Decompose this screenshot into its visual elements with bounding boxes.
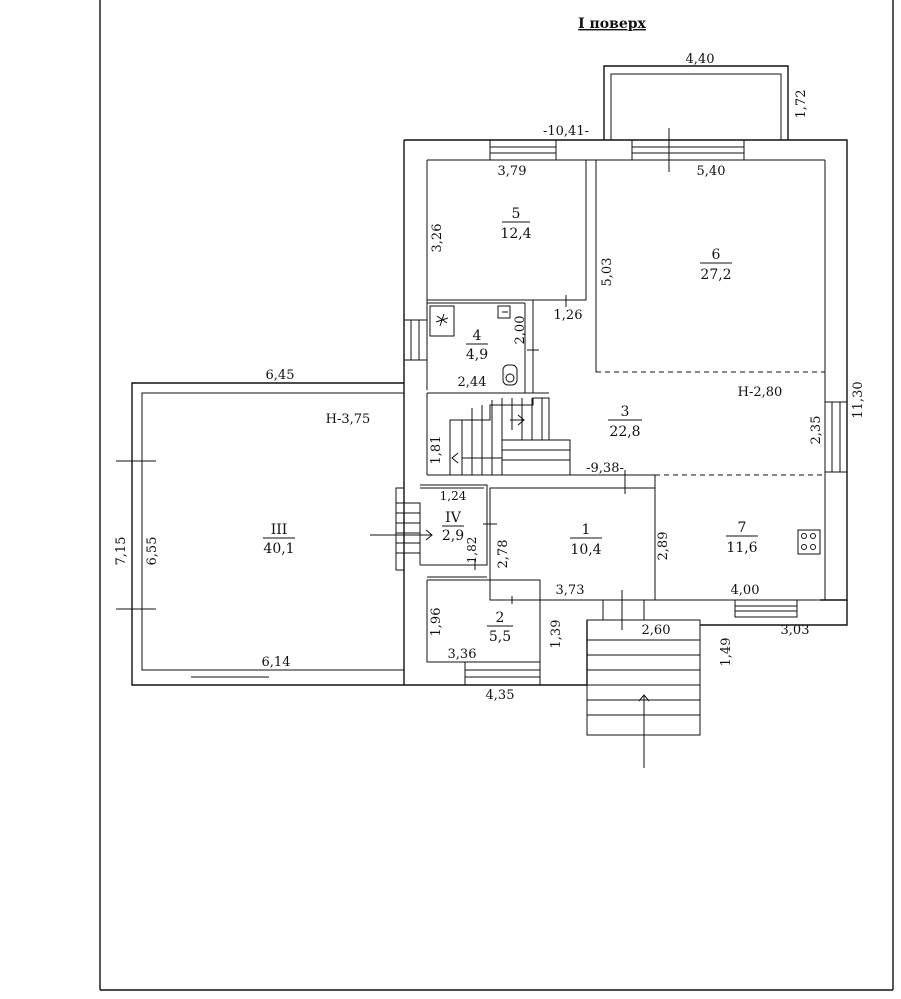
svg-text:6: 6 xyxy=(712,247,721,263)
room-III-label: III 40,1 xyxy=(263,522,295,557)
dim-room2-height: 1,96 xyxy=(429,608,444,637)
dim-room6-height: 5,03 xyxy=(600,258,615,287)
dim-room4-height: 2,00 xyxy=(513,316,528,345)
svg-text:2: 2 xyxy=(496,610,505,626)
door-marks xyxy=(474,295,626,604)
windows xyxy=(403,128,848,686)
dim-room6-width: 5,40 xyxy=(697,164,726,179)
side-stair xyxy=(370,487,433,571)
dim-terrace-inner-height: 6,55 xyxy=(145,537,160,566)
svg-text:III: III xyxy=(271,522,288,538)
room-7-label: 7 11,6 xyxy=(726,520,758,556)
room-4-label: 4 4,9 xyxy=(466,328,488,363)
dim-corridor-width: 1,26 xyxy=(554,308,583,323)
svg-text:IV: IV xyxy=(445,510,462,526)
horizontal-dimensions: 4,40 -10,41- 3,79 5,40 1,26 2,44 6,45 -9… xyxy=(262,52,810,703)
svg-text:3: 3 xyxy=(621,404,630,420)
terrace xyxy=(116,382,404,686)
dim-terrace-outer-height: 7,15 xyxy=(114,537,129,566)
vertical-dimensions: 1,72 3,26 5,03 2,00 1,81 2,35 11,30 1,82… xyxy=(114,90,866,667)
room-labels: 5 12,4 6 27,2 4 4,9 3 22,8 III 40,1 IV 2… xyxy=(263,206,758,645)
height-main: Н-2,80 xyxy=(738,385,783,400)
room-IV-label: IV 2,9 xyxy=(442,510,464,544)
dim-step-depth: 1,49 xyxy=(719,638,734,667)
dim-room5-height: 3,26 xyxy=(430,224,445,253)
dim-room1-width: 3,73 xyxy=(556,583,585,598)
shower-icon xyxy=(429,305,455,337)
interior-walls xyxy=(420,160,825,662)
svg-text:7: 7 xyxy=(738,520,747,536)
dim-roomIV-height: 1,82 xyxy=(465,537,479,564)
dim-stair-width: 2,60 xyxy=(642,623,671,638)
dim-room1-height: 2,78 xyxy=(496,540,511,569)
dim-room4-width: 2,44 xyxy=(458,375,487,390)
stove-icon xyxy=(797,529,821,555)
dim-room3-height: 2,35 xyxy=(809,416,824,445)
dim-room2-right: 1,39 xyxy=(549,620,564,649)
room-3-label: 3 22,8 xyxy=(608,404,642,440)
height-terrace: Н-3,75 xyxy=(326,412,371,427)
dim-terrace-bottom: 6,14 xyxy=(262,655,291,670)
dim-room2-width: 3,36 xyxy=(448,647,477,662)
dim-room7-width: 4,00 xyxy=(731,583,760,598)
dim-total-width: -10,41- xyxy=(543,124,589,139)
dim-room5-width: 3,79 xyxy=(498,164,527,179)
dim-room7-height: 2,89 xyxy=(656,532,671,561)
svg-text:4: 4 xyxy=(473,328,482,344)
toilet-icon xyxy=(502,364,518,386)
interior-stair xyxy=(449,397,571,475)
dim-bottom-wall: 4,35 xyxy=(486,688,515,703)
svg-text:40,1: 40,1 xyxy=(263,541,294,557)
svg-text:22,8: 22,8 xyxy=(609,424,640,440)
dim-terrace-top: 6,45 xyxy=(266,368,295,383)
svg-text:5,5: 5,5 xyxy=(489,629,511,645)
room-5-label: 5 12,4 xyxy=(500,206,531,242)
svg-text:10,4: 10,4 xyxy=(570,542,601,558)
dim-total-depth: 11,30 xyxy=(851,381,866,418)
dim-roomIV-width: 1,24 xyxy=(440,489,467,503)
fixtures xyxy=(429,305,821,555)
room-6-label: 6 27,2 xyxy=(700,247,732,283)
dim-stair-height: 1,81 xyxy=(429,436,444,465)
svg-text:27,2: 27,2 xyxy=(700,267,731,283)
dim-kitchen-window: 3,03 xyxy=(781,623,810,638)
balcony xyxy=(603,65,789,140)
dim-inner-width: -9,38- xyxy=(586,461,624,476)
page-frame xyxy=(99,0,894,991)
svg-text:12,4: 12,4 xyxy=(500,226,531,242)
svg-text:2,9: 2,9 xyxy=(442,528,464,544)
svg-text:11,6: 11,6 xyxy=(726,540,757,556)
svg-text:5: 5 xyxy=(512,206,521,222)
plan-title: I поверх xyxy=(578,16,646,32)
dim-balcony-width: 4,40 xyxy=(686,52,715,67)
entrance-stair xyxy=(586,590,701,768)
room-1-label: 1 10,4 xyxy=(570,522,602,558)
dim-balcony-depth: 1,72 xyxy=(794,90,809,119)
svg-text:4,9: 4,9 xyxy=(466,347,488,363)
svg-text:1: 1 xyxy=(582,522,591,538)
sink-icon xyxy=(497,305,511,319)
room-2-label: 2 5,5 xyxy=(487,610,513,645)
